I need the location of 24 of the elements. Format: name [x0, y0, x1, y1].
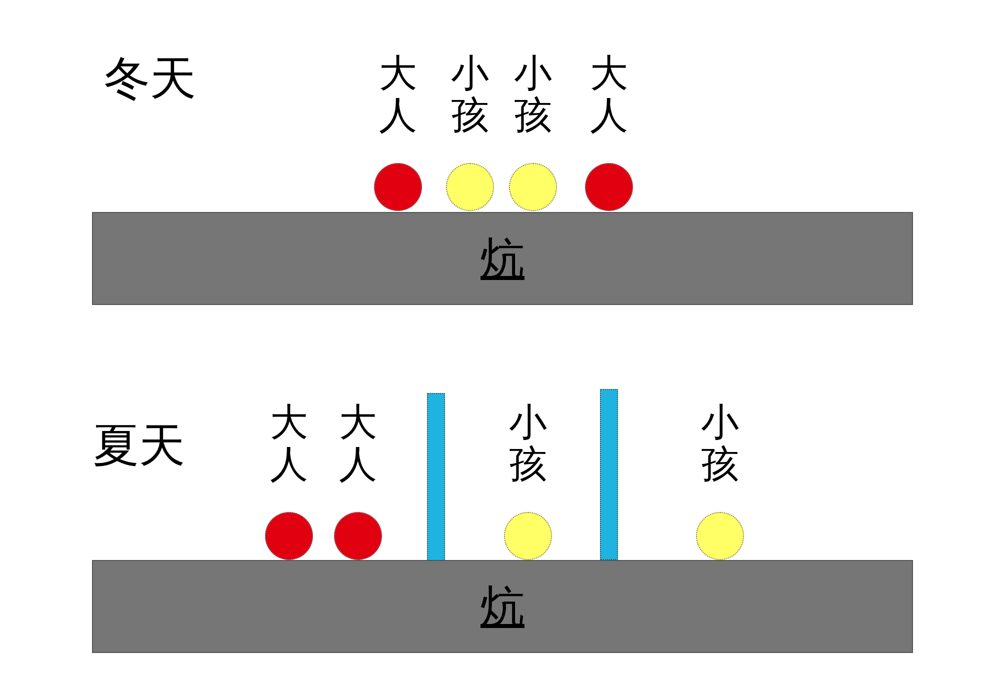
- person-label: 大人: [270, 402, 308, 486]
- kang-bed: [92, 212, 913, 305]
- circle-marker: [334, 512, 382, 560]
- person-label: 小孩: [451, 53, 489, 137]
- circle-marker: [374, 163, 422, 211]
- circle-marker: [265, 512, 313, 560]
- circle-marker: [446, 163, 494, 211]
- person-label: 大人: [339, 402, 377, 486]
- kang-label: 炕: [480, 580, 524, 634]
- person-label: 小孩: [701, 402, 739, 486]
- circle-marker: [509, 163, 557, 211]
- kang-bed: [92, 560, 913, 653]
- person-label: 小孩: [514, 53, 552, 137]
- season-label: 夏天: [93, 417, 185, 474]
- circle-marker: [585, 163, 633, 211]
- season-label: 冬天: [104, 50, 196, 107]
- divider-bar: [427, 393, 445, 562]
- person-label: 大人: [379, 53, 417, 137]
- kang-label: 炕: [480, 232, 524, 286]
- person-label: 大人: [590, 53, 628, 137]
- circle-marker: [696, 512, 744, 560]
- person-label: 小孩: [509, 402, 547, 486]
- divider-bar: [600, 389, 618, 560]
- circle-marker: [504, 512, 552, 560]
